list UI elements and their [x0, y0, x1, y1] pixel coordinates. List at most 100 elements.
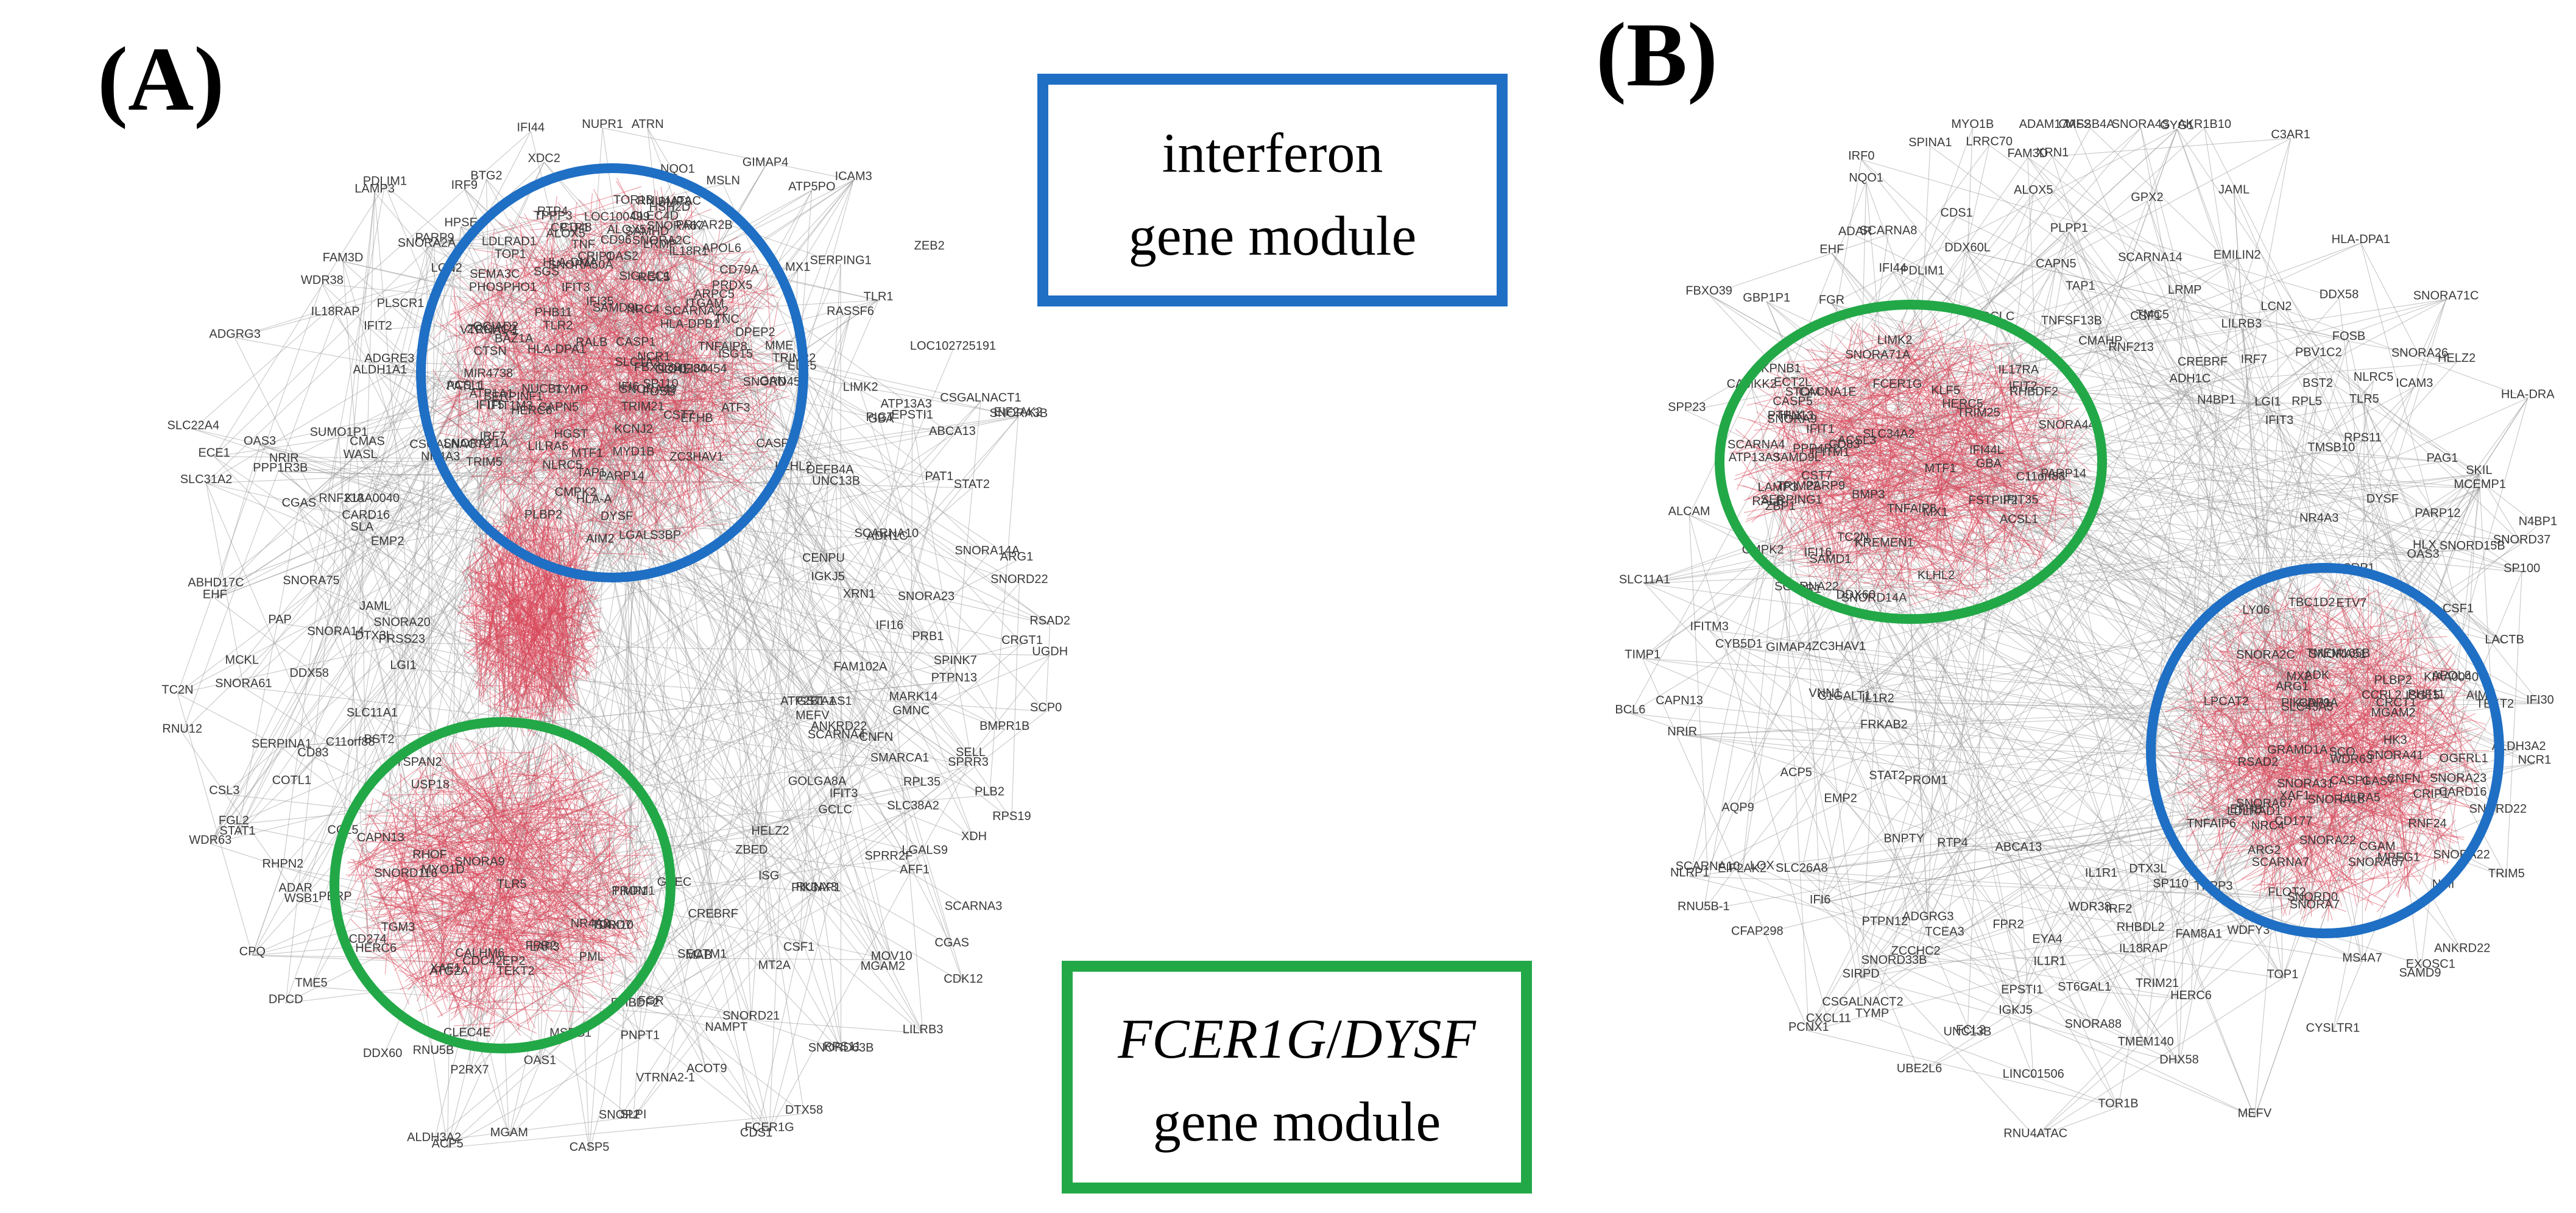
gene-node-label: RPS19 [992, 810, 1031, 823]
gene-node-label: TC2N [161, 684, 193, 697]
gene-node-label: SCARNA10 [854, 527, 919, 540]
gene-node-label: LY06 [2242, 603, 2270, 617]
gene-node-label: HGST [554, 428, 588, 441]
gene-node-label: ACP5 [1780, 766, 1812, 779]
gene-node-label: LRMP [2168, 283, 2202, 297]
gene-node-label: CMAHP [2078, 334, 2122, 348]
gene-node-label: EHF [1819, 243, 1844, 256]
gene-node-label: WDR38 [301, 274, 344, 287]
gene-node-label: CRGT1 [1001, 634, 1043, 647]
gene-node-label: FGR [1819, 294, 1844, 307]
gene-node-label: SLC22A4 [167, 419, 219, 432]
gene-node-label: SNORA4S [2112, 118, 2170, 131]
gene-node-label: SP100 [2504, 562, 2540, 575]
gene-node-label: DDX60 [363, 1047, 402, 1060]
gene-node-label: KCNJ2 [615, 422, 653, 436]
gene-node-label: PIK3AP1 [791, 881, 841, 894]
gene-node-label: ZEB2 [914, 239, 945, 252]
network-edge [238, 334, 489, 835]
gene-node-label: CAPN5 [2036, 257, 2077, 271]
gene-node-label: TIMP1 [612, 885, 648, 898]
gene-node-label: JAML [2218, 183, 2250, 196]
gene-node-label: LOC102725191 [910, 339, 996, 353]
gene-node-label: UNC13B [1943, 1025, 1991, 1039]
gene-node-label: SERPING1 [810, 253, 872, 267]
gene-node-label: SAMD1 [1809, 553, 1851, 566]
gene-node-label: ATP13A3 [881, 397, 932, 411]
network-edge [880, 421, 926, 600]
gene-node-label: DTX58 [785, 1103, 823, 1117]
gene-node-label: LOX [1750, 859, 1774, 872]
gene-node-label: TRIM21 [2136, 977, 2179, 990]
gene-node-label: SCARNA3 [945, 900, 1002, 913]
panel-a: HLA-DPB1GMNCBMPR1BCD96RPL35RPS19CD48AFF1… [97, 29, 1070, 1154]
gene-node-label: SNORA71C [2413, 289, 2479, 303]
gene-node-label: OAS1 [524, 1054, 556, 1067]
gene-node-label: TNC [715, 313, 739, 326]
gene-node-label: BNPTY [1884, 832, 1925, 846]
gene-node-label: HLA-DRA [2501, 388, 2555, 401]
gene-node-label: TLR2 [543, 319, 573, 333]
gene-node-label: CSGALNACT1 [940, 391, 1021, 405]
gene-node-label: IL1R1 [2085, 866, 2117, 880]
gene-node-label: TLR5 [2349, 392, 2379, 406]
gene-node-label: ST6GAL1 [2058, 980, 2111, 994]
gene-node-label: PARP12 [2415, 506, 2460, 520]
gene-node-label: MYO1B [1951, 118, 1994, 131]
gene-node-label: IRF7 [2241, 353, 2267, 366]
gene-node-label: PLPP1 [2050, 222, 2088, 235]
gene-node-label: ETV7 [2336, 596, 2366, 610]
gene-node-label: RNU5B [413, 1044, 454, 1057]
gene-node-label: SLC26A8 [1776, 861, 1828, 875]
gene-node-label: IFI30 [2526, 693, 2554, 707]
gene-node-label: IFI6 [1810, 893, 1830, 907]
gene-node-label: SNORA18 [2308, 793, 2365, 807]
gene-node-label: EYA4 [2032, 933, 2063, 946]
gene-node-label: FAM3D [323, 251, 364, 264]
gene-node-label: IRF0 [1848, 149, 1874, 163]
gene-node-label: RSAD2 [2238, 755, 2279, 769]
gene-node-label: SEMA3C [470, 267, 520, 281]
gene-node-label: FAM3D [2008, 147, 2048, 160]
gene-node-label: MYO1D [422, 863, 465, 876]
gene-node-label: TMC5 [2136, 308, 2169, 321]
gene-node-label: PTPN13 [1768, 409, 1814, 423]
gene-node-label: CSGALNACT2 [409, 437, 490, 451]
gene-node-label: SNORD14A [1841, 591, 1907, 604]
gene-node-label: LACTB [2485, 633, 2524, 646]
gene-node-label: ACSL3 [1838, 434, 1876, 447]
gene-node-label: AFF1 [900, 863, 930, 876]
legend-fcer1g-gene2: DYSF [1341, 1008, 1477, 1070]
gene-node-label: MME [765, 339, 794, 353]
gene-node-label: FOSB [2332, 330, 2365, 343]
gene-node-label: SNORA67 [2348, 856, 2405, 869]
gene-node-label: WSB1 [284, 892, 319, 905]
gene-node-label: XDH [961, 830, 987, 843]
gene-node-label: ALOX5 [2014, 183, 2053, 197]
gene-node-label: PARP14 [2041, 467, 2086, 481]
gene-node-label: CDC42EP2 [462, 954, 525, 967]
gene-node-label: EXOSC1 [2406, 957, 2455, 971]
gene-node-label: SNORA14 [307, 625, 364, 638]
legend-fcer1g-gene1: FCER1G [1117, 1008, 1326, 1070]
gene-node-label: SKIL [2466, 464, 2492, 477]
network-edge [2361, 243, 2420, 357]
network-edge [1807, 590, 1820, 904]
gene-node-label: SNORA88 [2065, 1017, 2122, 1031]
gene-node-label: CYSLTR1 [2306, 1022, 2360, 1035]
gene-node-label: XRN1 [843, 587, 875, 601]
gene-node-label: TNFSF13B [2041, 314, 2102, 327]
gene-node-label: IGKJ5 [811, 570, 845, 584]
gene-node-label: SPINA1 [1908, 136, 1952, 149]
gene-node-label: CAPN13 [1656, 694, 1703, 707]
gene-node-label: SPRR2F [864, 849, 912, 863]
gene-node-label: SNORA75 [283, 574, 339, 587]
gene-node-label: IFI35 [586, 295, 614, 308]
gene-node-label: HLA-DPB1 [660, 317, 720, 331]
gene-node-label: HLX [2413, 538, 2437, 551]
gene-node-label: CCRL2 [2362, 688, 2402, 702]
gene-node-label: EHF [203, 588, 227, 601]
gene-node-label: MX1 [1923, 506, 1948, 519]
gene-node-label: IFI16 [876, 618, 904, 632]
gene-node-label: TRIM21 [621, 400, 665, 414]
